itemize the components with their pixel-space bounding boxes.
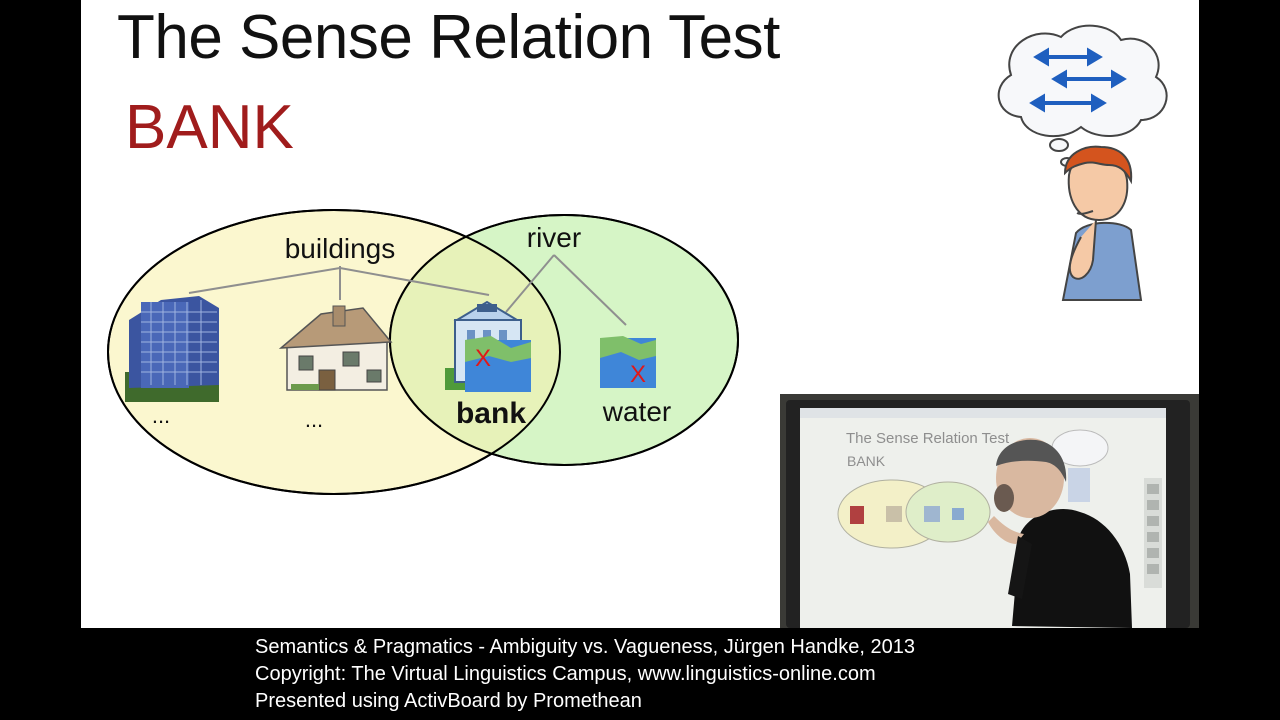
river-water-icon (465, 336, 531, 392)
tool-button (1147, 484, 1159, 494)
caption-line-3: Presented using ActivBoard by Promethean (255, 690, 642, 712)
slide-subtitle: BANK (125, 93, 294, 162)
board-title: The Sense Relation Test (846, 430, 1010, 447)
venn-diagram: buildings river ... (107, 209, 739, 495)
item-label: ... (152, 403, 170, 428)
video-caption: Semantics & Pragmatics - Ambiguity vs. V… (255, 634, 1155, 715)
board-topbar (800, 408, 1166, 418)
tool-button (1147, 500, 1159, 510)
river-water-icon (600, 336, 656, 388)
river-label: river (527, 222, 581, 253)
item-label: ... (305, 407, 323, 432)
caption-line-2: Copyright: The Virtual Linguistics Campu… (255, 663, 876, 685)
tool-button (1147, 532, 1159, 542)
thinking-boy-icon (997, 24, 1168, 301)
buildings-connectors (188, 266, 490, 300)
board-toolbar (1144, 478, 1162, 588)
caption-line-1: Semantics & Pragmatics - Ambiguity vs. V… (255, 636, 915, 658)
item-label: bank (456, 397, 526, 430)
tool-button (1147, 516, 1159, 526)
x-marker: X (475, 345, 491, 372)
arrows-icon (1029, 47, 1127, 113)
activboard-surface: The Sense Relation Test BANK (800, 408, 1166, 628)
slide-title: The Sense Relation Test (117, 3, 780, 72)
item-label: water (602, 396, 671, 427)
presenter-figure (988, 438, 1132, 628)
video-inset: The Sense Relation Test BANK (780, 394, 1199, 628)
tool-button (1147, 548, 1159, 558)
board-venn-diagram (837, 429, 1109, 549)
buildings-label: buildings (285, 233, 396, 264)
x-marker: X (630, 361, 646, 388)
board-subtitle: BANK (847, 453, 886, 469)
river-connectors (505, 254, 627, 326)
apartment-building-icon (125, 296, 219, 402)
set-overlap (390, 215, 560, 465)
house-icon (278, 305, 393, 391)
tool-button (1147, 564, 1159, 574)
slide: The Sense Relation Test BANK buildings r… (81, 0, 1199, 628)
